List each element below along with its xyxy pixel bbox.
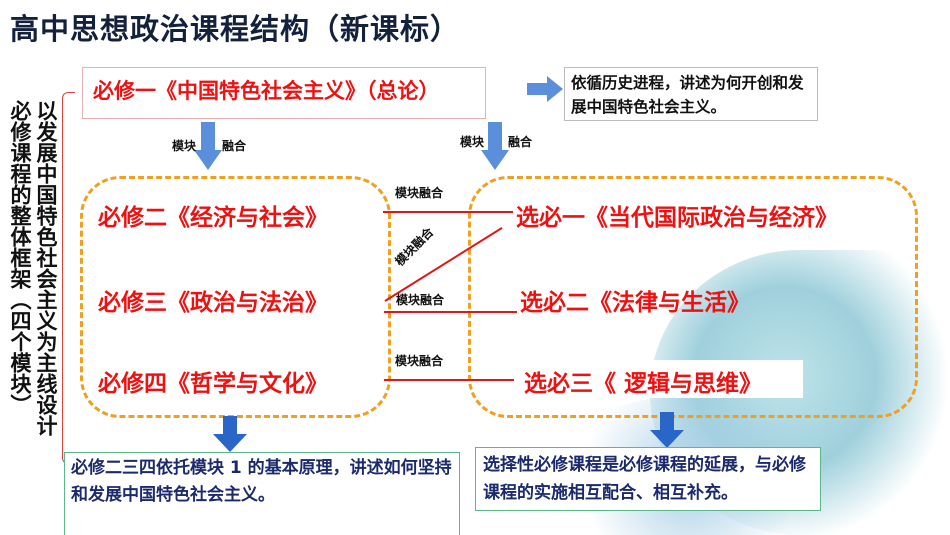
page-title: 高中思想政治课程结构（新课标）: [10, 12, 461, 46]
compulsory-4: 必修四《哲学与文化》: [98, 371, 328, 397]
arrow-label: 模块: [172, 139, 197, 153]
bottom-right-note: 选择性必修课程是必修课程的延展，与必修课程的实施相互配合、相互补充。: [475, 447, 821, 511]
arrow-right-icon: [527, 76, 563, 102]
vertical-label-mainline: 以发展中国特色社会主义为主线设计: [34, 100, 58, 436]
vertical-label-framework: 必修课程的整体框架（四个模块）: [8, 100, 32, 415]
link-line: [383, 211, 513, 213]
bracket: [62, 92, 75, 464]
arrow-label: 融合: [508, 135, 533, 149]
label-background: [590, 360, 803, 398]
link-line: [384, 311, 517, 313]
elective-group: [468, 176, 918, 418]
link-line: [384, 379, 514, 381]
arrow-label: 融合: [222, 139, 247, 153]
link-label: 模块融合: [392, 224, 437, 269]
arrow-down-icon: [194, 122, 222, 170]
compulsory-1-box: 必修一《中国特色社会主义》（总论）: [82, 67, 486, 119]
elective-2: 选必二《法律与生活》: [520, 290, 750, 316]
elective-1: 选必一《当代国际政治与经济》: [516, 205, 838, 231]
elective-3: 选必三《 逻辑与思维》: [524, 371, 763, 397]
arrow-down-icon: [481, 122, 509, 170]
link-label: 模块融合: [395, 354, 444, 368]
link-label: 模块融合: [396, 293, 445, 307]
top-note: 依循历史进程，讲述为何开创和发展中国特色社会主义。: [564, 67, 818, 121]
arrow-down-icon: [213, 416, 247, 452]
link-label: 模块融合: [395, 186, 444, 200]
arrow-label: 模块: [460, 135, 485, 149]
compulsory-2: 必修二《经济与社会》: [98, 205, 328, 231]
arrow-down-icon: [650, 412, 684, 448]
compulsory-3: 必修三《政治与法治》: [98, 290, 328, 316]
bottom-left-note: 必修二三四依托模块 1 的基本原理，讲述如何坚持和发展中国特色社会主义。: [64, 452, 460, 535]
